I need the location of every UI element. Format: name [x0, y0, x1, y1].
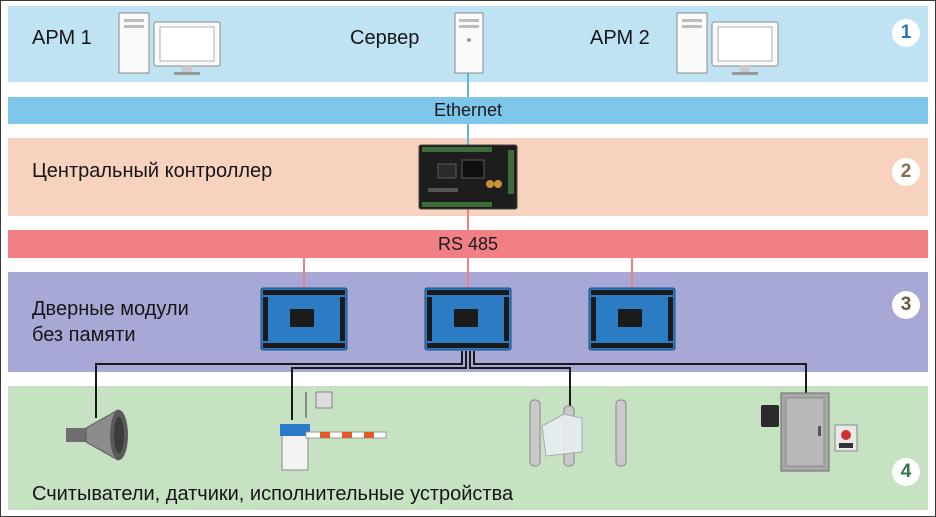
rs485-module2-link: [467, 257, 469, 289]
rs485-module1-link: [303, 257, 305, 289]
server-label: Сервер: [350, 27, 420, 49]
central-controller-label: Центральный контроллер: [32, 160, 273, 182]
cabinet-icon: [780, 392, 830, 472]
server-tower-icon: [454, 12, 484, 74]
door-modules-label-line2: без памяти: [32, 324, 136, 346]
exit-button-icon: [834, 424, 858, 452]
card-reader-icon: [761, 405, 779, 427]
workstation-computer-icon: [676, 12, 779, 75]
workstation1-label: АРМ 1: [32, 27, 92, 49]
rs485-bus: RS 485: [8, 230, 928, 258]
ethernet-controller-link: [467, 124, 469, 146]
turnstile-icon: [529, 399, 627, 467]
siren-horn-icon: [66, 409, 128, 461]
door-module-board-icon: [424, 287, 512, 351]
door-module-board-icon: [260, 287, 348, 351]
wire-barrier: [291, 351, 467, 420]
wire-cabinet: [473, 351, 807, 394]
workstation2-label: АРМ 2: [590, 27, 650, 49]
door-modules-label: Дверные модули без памяти: [32, 296, 189, 348]
tier2-number: 2: [892, 158, 920, 186]
tier1-number: 1: [892, 19, 920, 47]
wire-turnstile: [469, 351, 571, 412]
barrier-gate-icon: [280, 391, 387, 471]
controller-rs485-link: [467, 208, 469, 232]
door-module-board-icon: [588, 287, 676, 351]
ethernet-bus: Ethernet: [8, 97, 928, 124]
devices-label: Считыватели, датчики, исполнительные уст…: [32, 483, 514, 505]
wire-siren: [95, 351, 463, 418]
tier4-number: 4: [892, 458, 920, 486]
tier3-number: 3: [892, 291, 920, 319]
workstation-computer-icon: [118, 12, 221, 75]
door-modules-label-line1: Дверные модули: [32, 298, 189, 320]
server-ethernet-link: [467, 72, 469, 98]
rs485-module3-link: [631, 257, 633, 289]
central-controller-board-icon: [418, 144, 518, 210]
